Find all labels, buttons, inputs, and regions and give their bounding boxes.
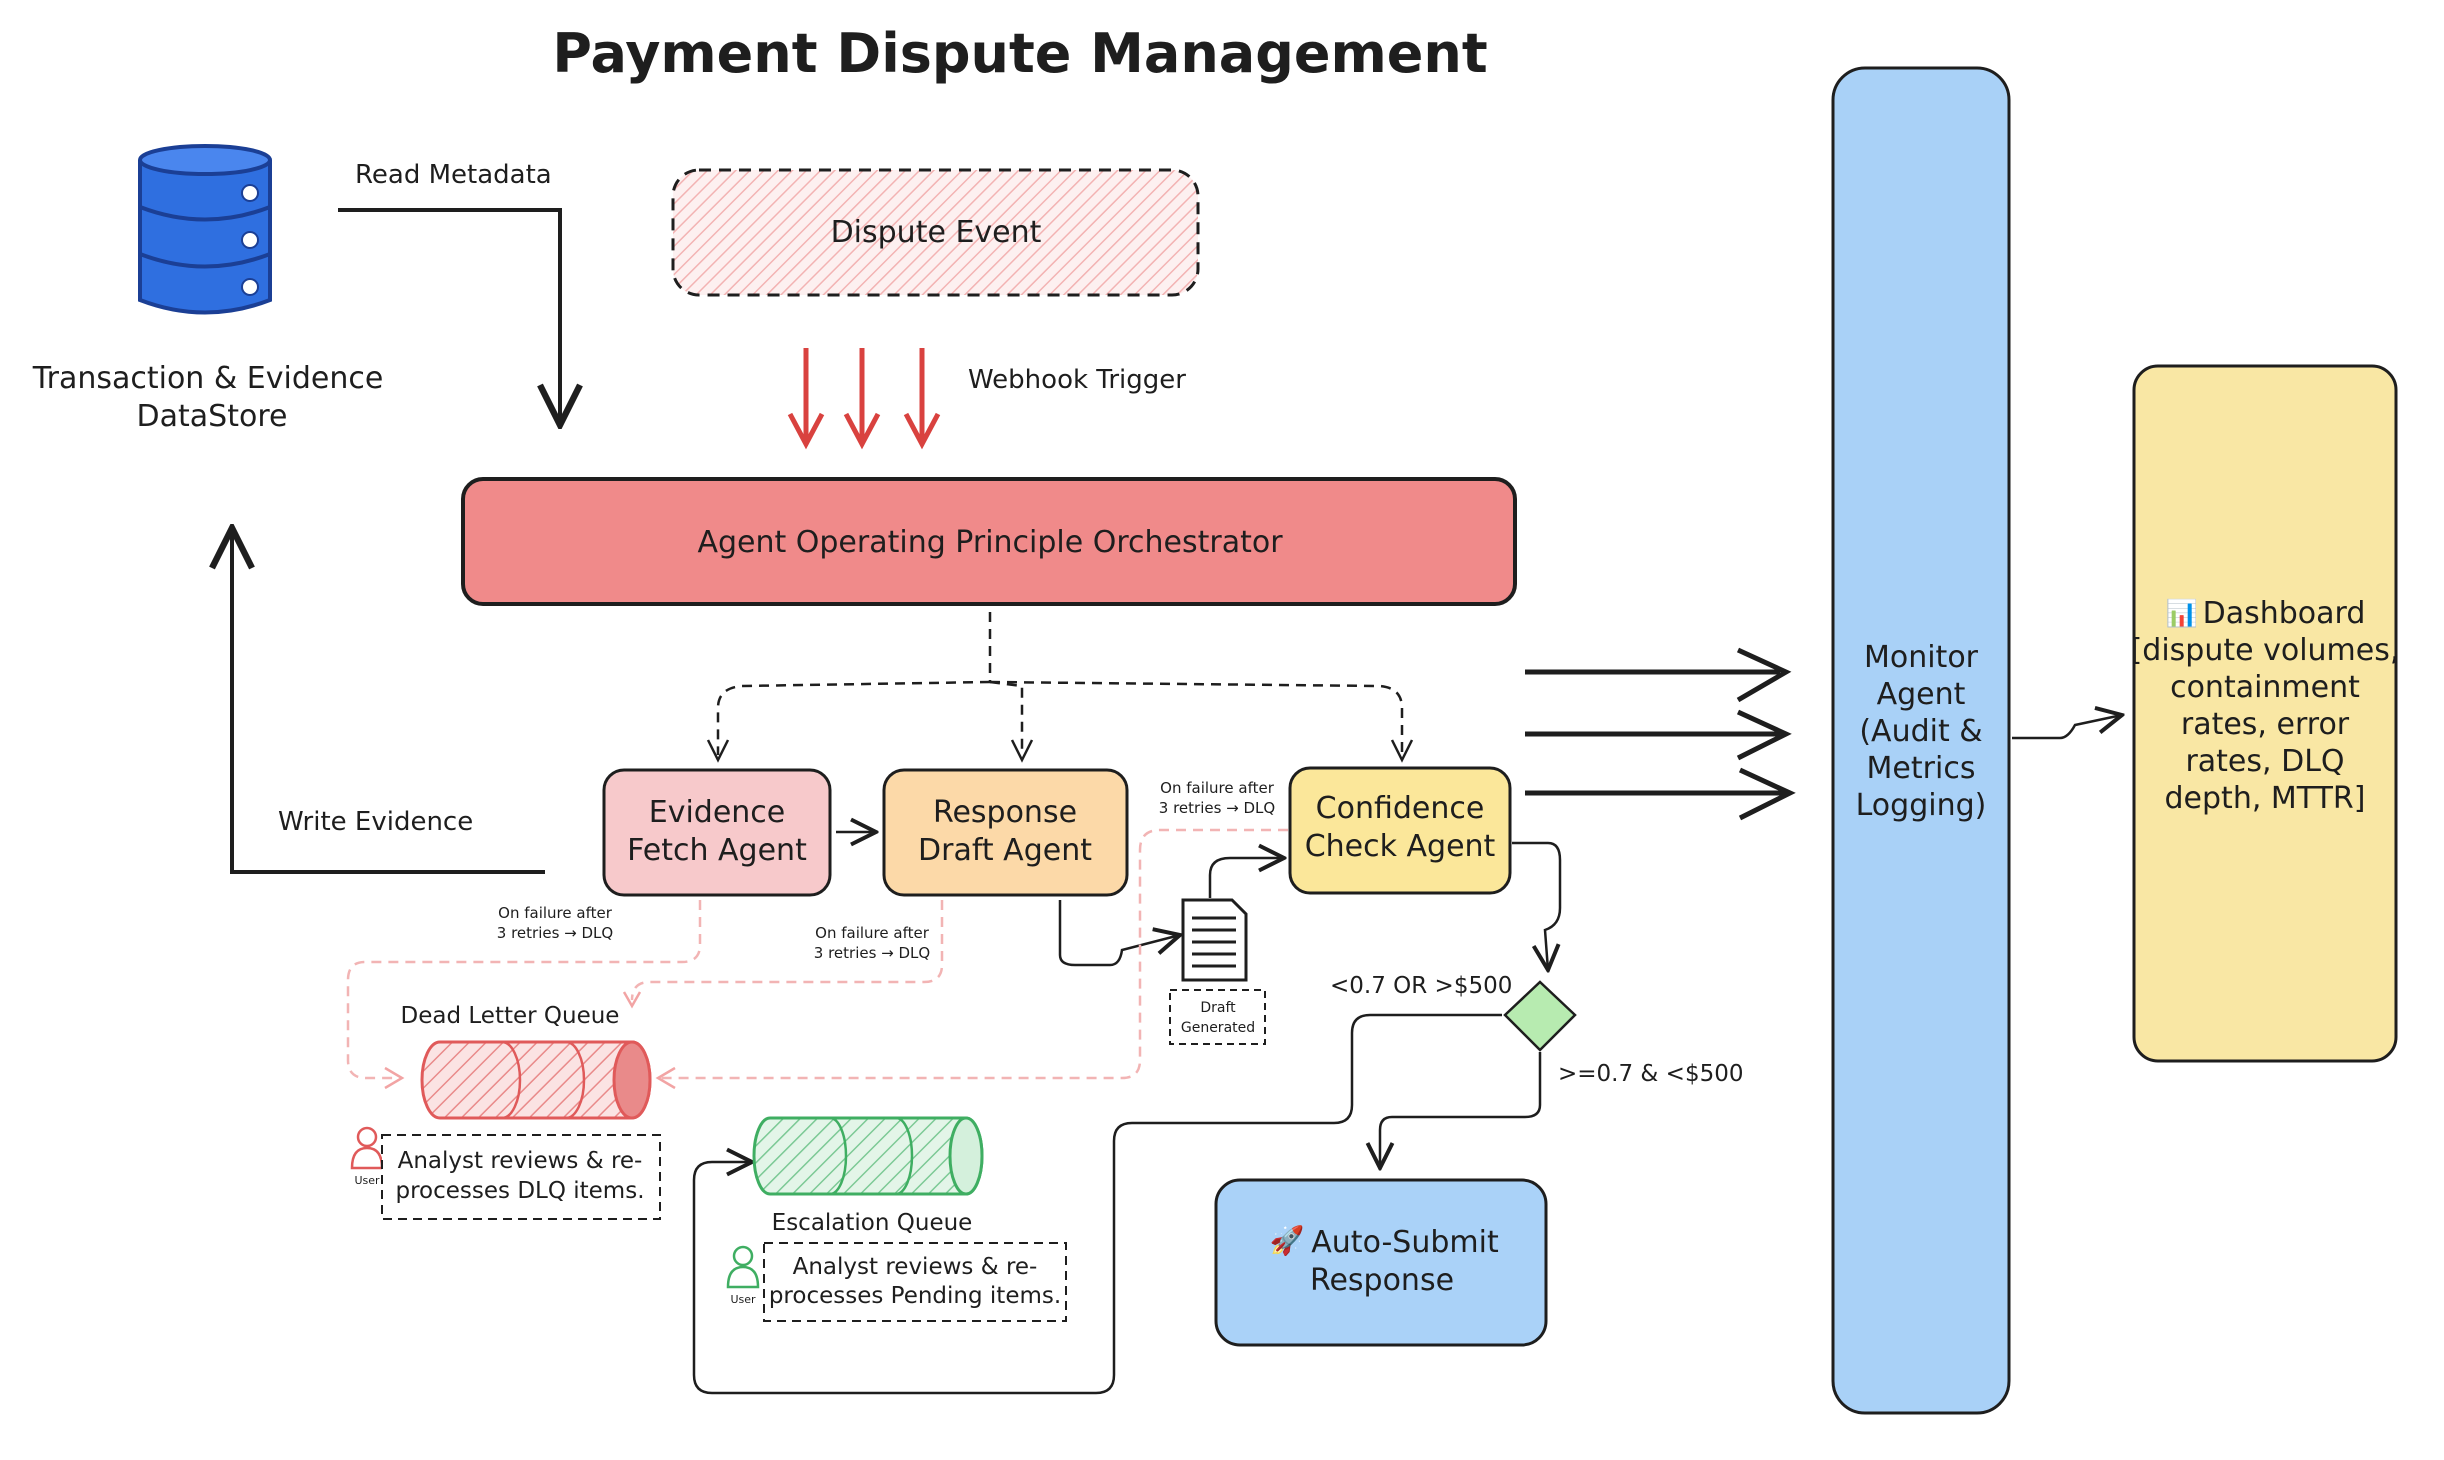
datastore-label-line1: Transaction & Evidence	[32, 361, 384, 396]
confidence-check-agent-node	[1288, 766, 1512, 895]
monitor-line1: Monitor	[1864, 640, 1979, 675]
read-metadata-label: Read Metadata	[355, 160, 552, 190]
user-label-dlq: User	[354, 1174, 380, 1187]
user-icon-escalation	[726, 1245, 760, 1289]
confidence-check-line1: Confidence	[1316, 791, 1485, 826]
dead-letter-queue-title: Dead Letter Queue	[401, 1003, 620, 1029]
orchestrator-fanout	[716, 612, 1404, 755]
low-confidence-label: <0.7 OR >$500	[1330, 973, 1512, 999]
webhook-trigger-label: Webhook Trigger	[968, 365, 1186, 395]
failure-label-confidence-l1: On failure after	[1160, 779, 1275, 797]
webhook-trigger-arrows	[787, 348, 941, 450]
document-icon	[1181, 898, 1248, 982]
failure-label-evidence-l1: On failure after	[498, 904, 613, 922]
orchestrator-label: Agent Operating Principle Orchestrator	[697, 525, 1283, 560]
dlq-note-box	[381, 1134, 661, 1220]
write-evidence-label: Write Evidence	[278, 807, 473, 837]
datastore-label-line2: DataStore	[137, 399, 288, 434]
draft-output-arrow	[1058, 900, 1180, 967]
database-icon	[138, 144, 272, 315]
orchestrator-node	[461, 477, 1517, 606]
dashboard-node	[2132, 364, 2398, 1063]
auto-submit-node	[1214, 1178, 1548, 1347]
failure-label-evidence-l2: 3 retries → DLQ	[497, 924, 613, 942]
decision-to-autosubmit-arrow	[1380, 1052, 1542, 1168]
monitor-agent-node	[1831, 66, 2011, 1415]
write-evidence-arrow	[232, 528, 545, 874]
auto-submit-line1: Auto-Submit	[1311, 1225, 1499, 1260]
read-metadata-arrow	[338, 208, 560, 425]
dashboard-line5: rates, DLQ	[2185, 744, 2344, 779]
response-draft-agent-node	[882, 768, 1129, 897]
dashboard-line4: rates, error	[2181, 707, 2350, 742]
diagram-title: Payment Dispute Management	[552, 22, 1487, 85]
monitor-to-dashboard-arrow	[2012, 715, 2122, 740]
user-icon-dlq	[350, 1126, 384, 1170]
dispute-event-node	[671, 168, 1200, 297]
dashboard-line3: containment	[2170, 670, 2360, 705]
failure-paths	[346, 828, 1288, 1080]
rocket-icon: 🚀	[1270, 1224, 1305, 1257]
decision-to-escalation-arrow	[692, 1013, 1502, 1395]
draft-generated-line1: Draft	[1200, 1000, 1236, 1016]
monitor-line4: Metrics	[1867, 751, 1976, 786]
monitor-feed-arrows	[1525, 647, 1796, 821]
failure-label-confidence-l2: 3 retries → DLQ	[1159, 799, 1275, 817]
failure-label-response-l2: 3 retries → DLQ	[814, 944, 930, 962]
dead-letter-queue-cylinder	[420, 1040, 652, 1120]
dashboard-line1: Dashboard	[2203, 596, 2366, 631]
draft-generated-box	[1169, 989, 1266, 1045]
dispute-event-label: Dispute Event	[831, 215, 1042, 250]
escalation-queue-cylinder	[752, 1116, 984, 1196]
dlq-note-line2: processes DLQ items.	[395, 1178, 644, 1204]
escalation-queue-title: Escalation Queue	[772, 1210, 973, 1236]
auto-submit-line2: Response	[1310, 1263, 1454, 1298]
evidence-fetch-line1: Evidence	[649, 795, 786, 830]
escalation-note-line2: processes Pending items.	[769, 1283, 1061, 1309]
response-draft-line2: Draft Agent	[918, 833, 1092, 868]
dashboard-line2: [dispute volumes,	[2131, 633, 2400, 668]
decision-diamond	[1503, 980, 1577, 1052]
confidence-to-decision-arrow	[1512, 841, 1562, 970]
user-label-escalation: User	[730, 1293, 756, 1306]
chart-icon: 📊	[2166, 598, 2198, 629]
draft-generated-line2: Generated	[1181, 1020, 1255, 1036]
confidence-check-line2: Check Agent	[1305, 829, 1496, 864]
doc-to-confidence-arrow	[1208, 858, 1284, 898]
response-draft-line1: Response	[933, 795, 1077, 830]
monitor-line2: Agent	[1877, 677, 1966, 712]
monitor-line5: Logging)	[1856, 788, 1987, 823]
dashboard-line6: depth, MTTR]	[2165, 781, 2366, 816]
escalation-note-box	[763, 1242, 1067, 1322]
high-confidence-label: >=0.7 & <$500	[1558, 1061, 1743, 1087]
monitor-line3: (Audit &	[1859, 714, 1982, 749]
evidence-fetch-agent-node	[602, 768, 832, 897]
evidence-fetch-line2: Fetch Agent	[627, 833, 807, 868]
failure-label-response-l1: On failure after	[815, 924, 930, 942]
dlq-note-line1: Analyst reviews & re-	[398, 1148, 643, 1174]
escalation-note-line1: Analyst reviews & re-	[793, 1254, 1038, 1280]
